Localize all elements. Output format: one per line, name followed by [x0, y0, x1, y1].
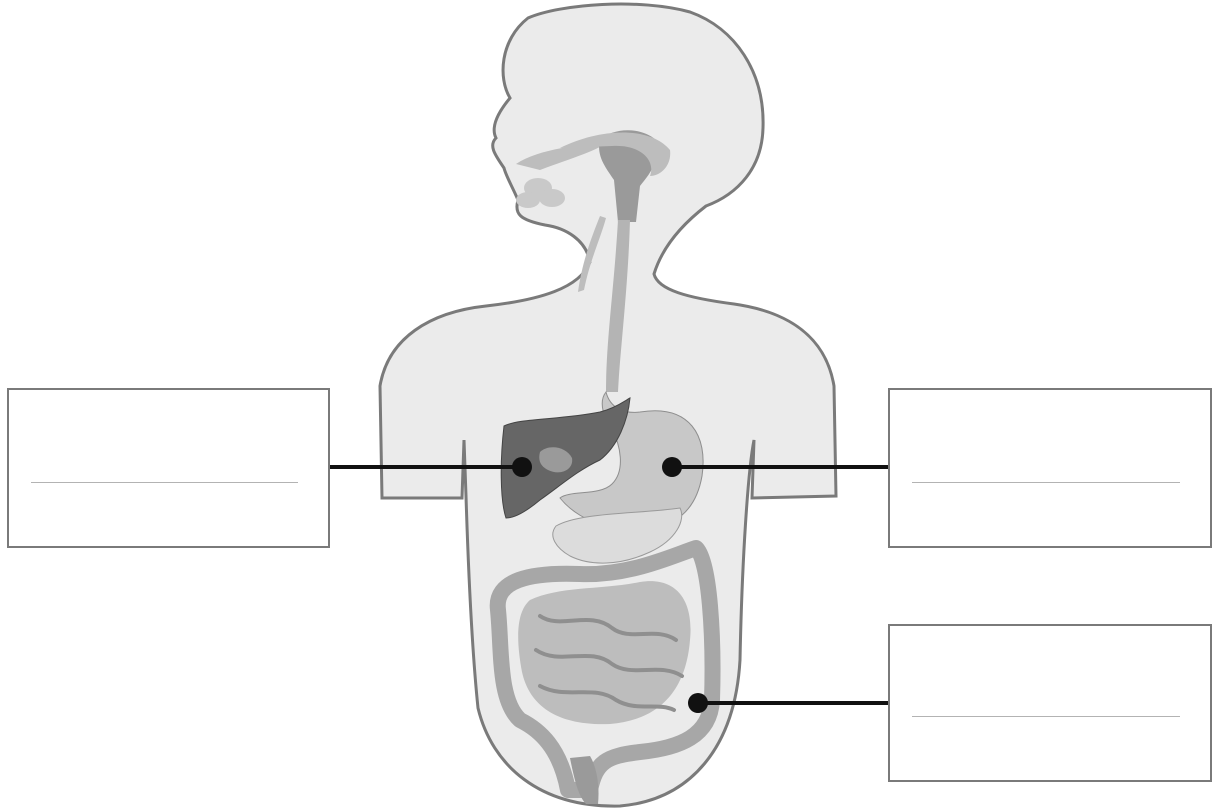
stomach-leader-dot: [662, 457, 682, 477]
label-box-stomach[interactable]: [888, 388, 1212, 548]
label-box-liver-write-line: [31, 482, 298, 483]
liver-leader-dot: [512, 457, 532, 477]
large-intestine-leader-dot: [688, 693, 708, 713]
label-box-large-intestine-write-line: [912, 716, 1180, 717]
label-box-large-intestine[interactable]: [888, 624, 1212, 782]
label-box-liver[interactable]: [7, 388, 330, 548]
label-box-stomach-write-line: [912, 482, 1180, 483]
